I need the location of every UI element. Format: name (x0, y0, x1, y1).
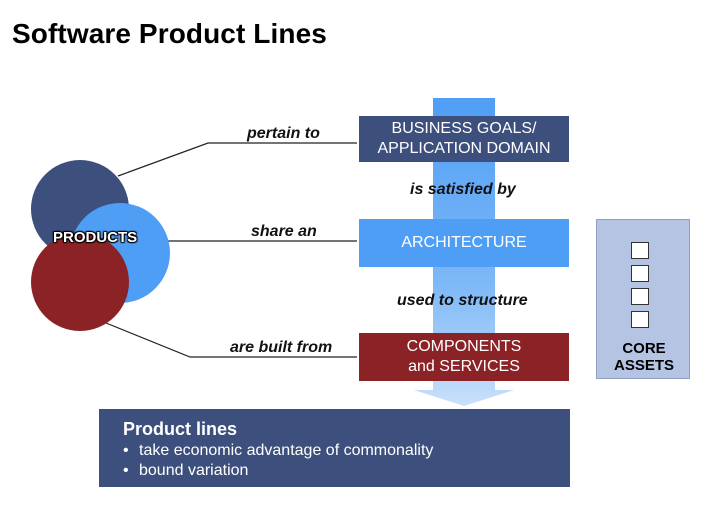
relation-used-to-structure: used to structure (397, 292, 528, 309)
core-asset-square (631, 288, 649, 305)
product-lines-bullet: take economic advantage of commonality (123, 441, 570, 461)
architecture-box: ARCHITECTURE (359, 219, 569, 267)
core-asset-square (631, 242, 649, 259)
connector-pertain-to (117, 142, 357, 177)
product-lines-bullet: bound variation (123, 461, 570, 481)
components-box: COMPONENTS and SERVICES (359, 333, 569, 381)
product-lines-box: Product lines take economic advantage of… (99, 409, 570, 487)
relation-pertain-to: pertain to (247, 125, 320, 142)
relation-is-satisfied-by: is satisfied by (410, 181, 516, 198)
relation-share-an: share an (251, 223, 317, 240)
core-assets-label: CORE ASSETS (613, 340, 674, 374)
page-title: Software Product Lines (12, 18, 327, 49)
core-asset-square (631, 311, 649, 328)
connector-built-from (105, 322, 357, 358)
product-lines-list: take economic advantage of commonality b… (123, 441, 570, 481)
core-asset-square (631, 265, 649, 282)
core-assets-panel: CORE ASSETS (596, 219, 690, 379)
products-label: PRODUCTS (53, 229, 138, 246)
business-goals-box: BUSINESS GOALS/ APPLICATION DOMAIN (359, 116, 569, 162)
product-circle-red (31, 233, 129, 331)
relation-are-built-from: are built from (230, 339, 333, 356)
product-lines-heading: Product lines (123, 419, 238, 439)
